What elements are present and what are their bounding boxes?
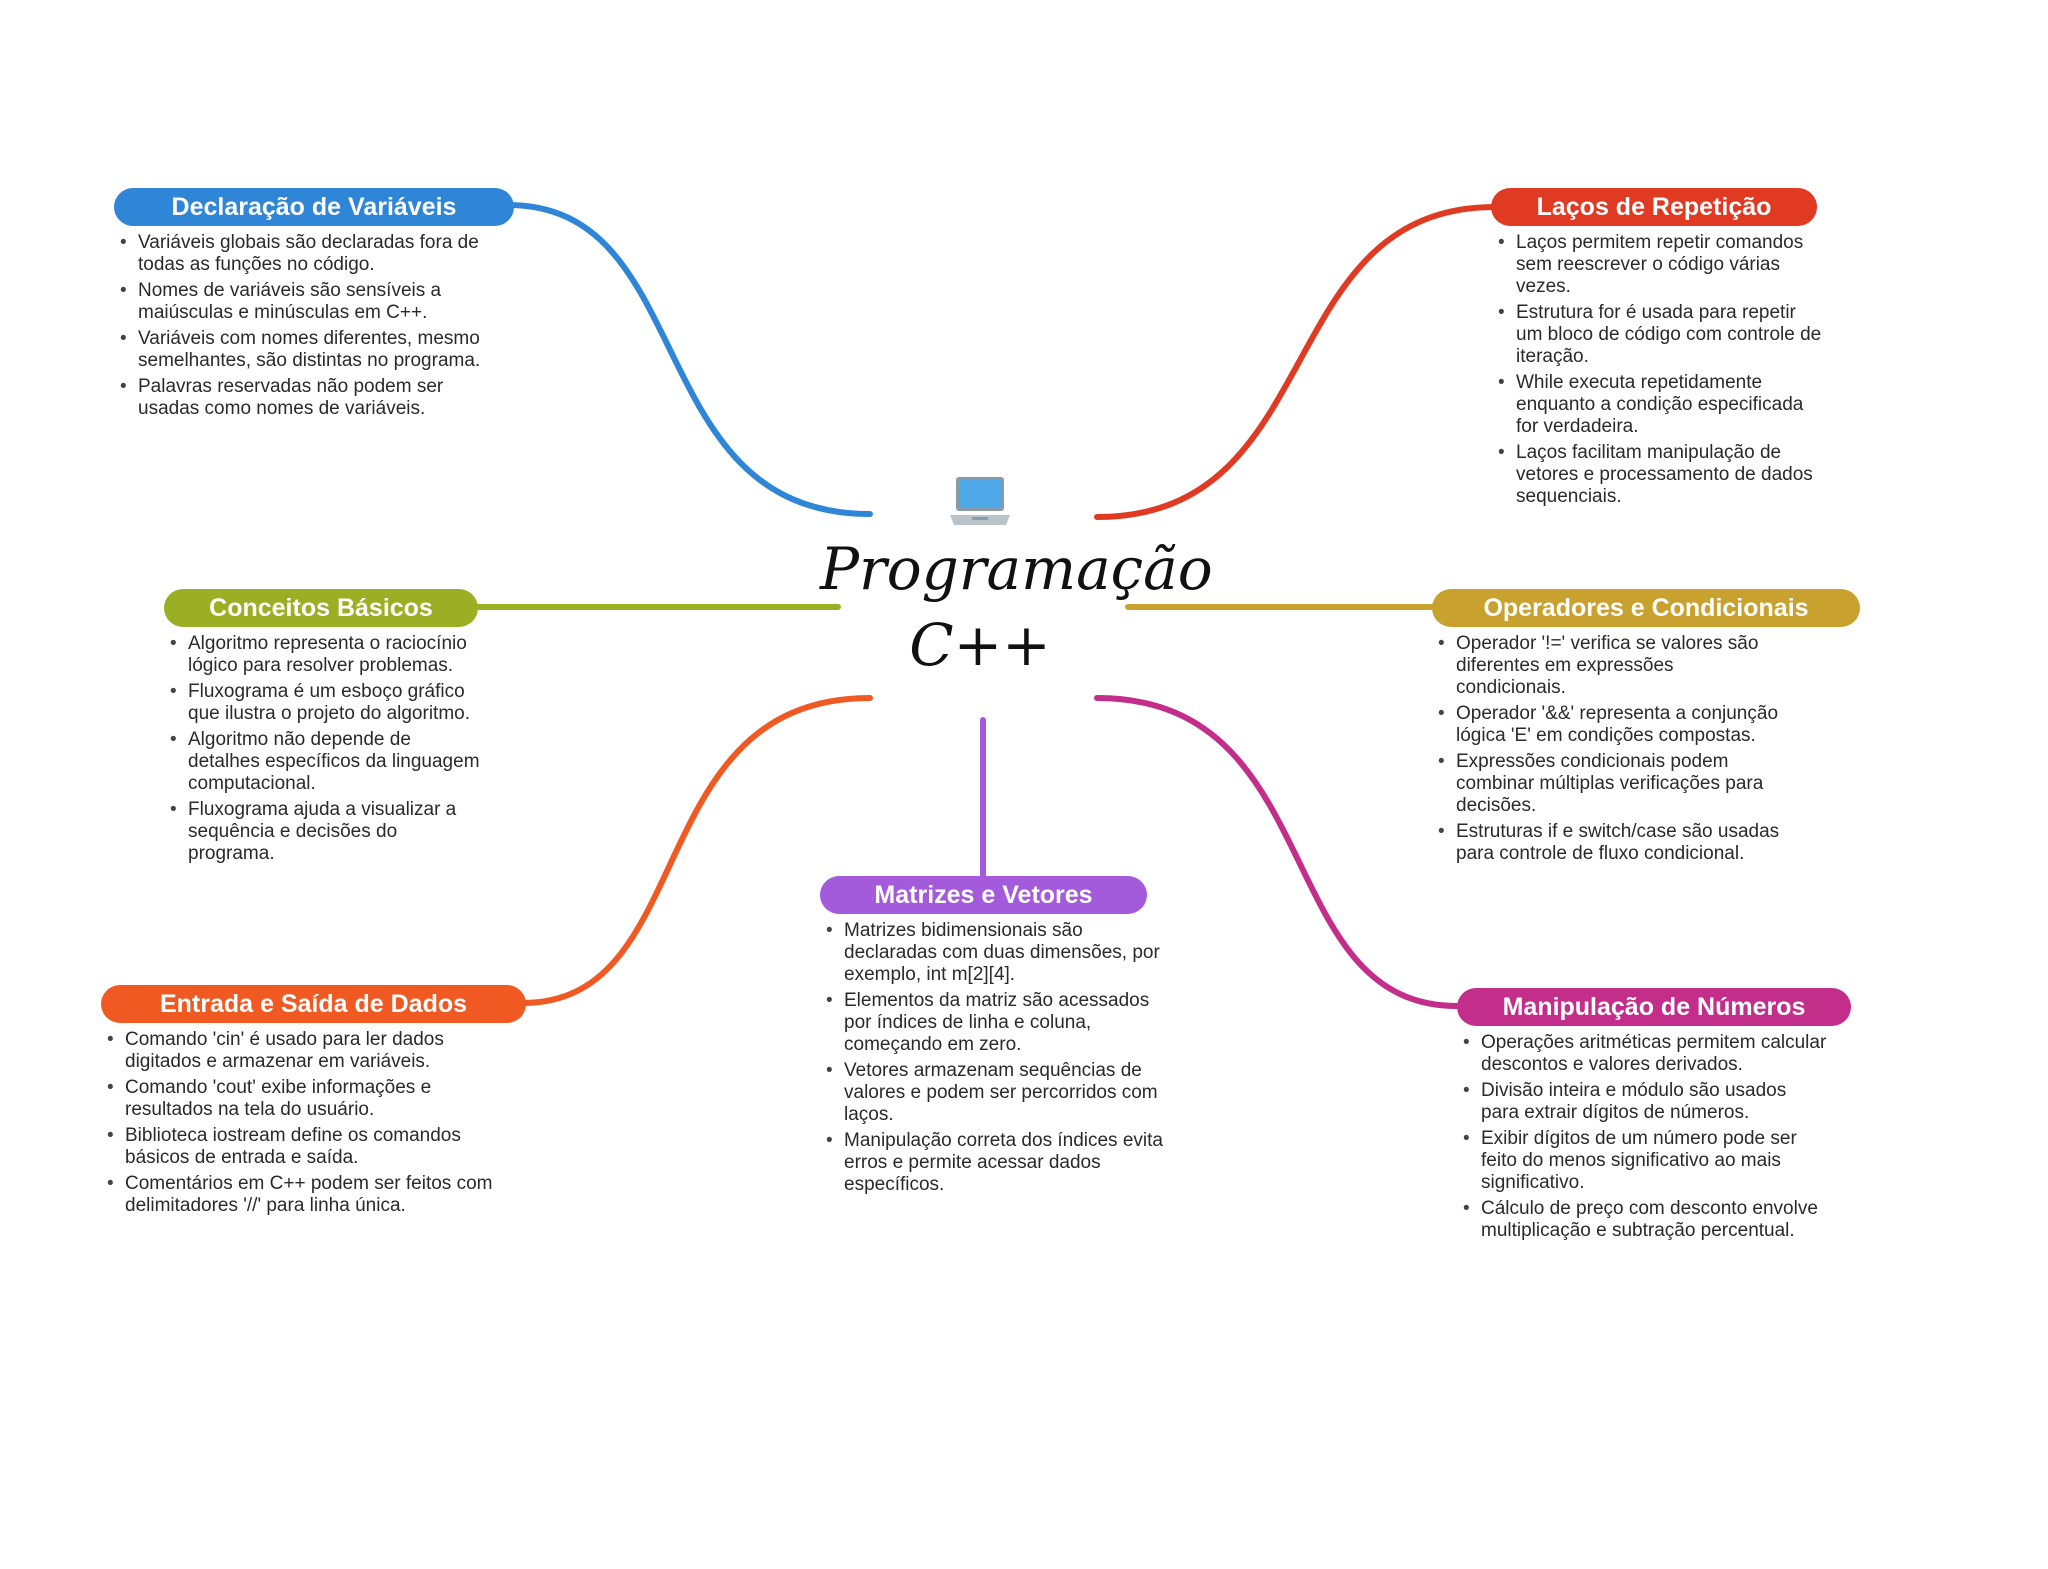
list-item: Comentários em C++ podem ser feitos com …	[101, 1173, 501, 1217]
branch-title-lacos: Laços de Repetição	[1491, 188, 1817, 226]
connector-numeros	[1094, 695, 1460, 1009]
branch-list-operadores: Operador '!=' verifica se valores são di…	[1432, 633, 1782, 869]
list-item: Algoritmo representa o raciocínio lógico…	[164, 633, 484, 677]
list-item: Elementos da matriz são acessados por ín…	[820, 990, 1170, 1056]
central-title-line2: C++	[909, 611, 1051, 679]
list-item: While executa repetidamente enquanto a c…	[1492, 372, 1822, 438]
connector-declaracao	[505, 202, 873, 517]
branch-title-conceitos: Conceitos Básicos	[164, 589, 478, 627]
branch-title-declaracao: Declaração de Variáveis	[114, 188, 514, 226]
list-item: Laços facilitam manipulação de vetores e…	[1492, 442, 1822, 508]
list-item: Matrizes bidimensionais são declaradas c…	[820, 920, 1170, 986]
central-title-line1: Programação	[820, 535, 1213, 603]
list-item: Cálculo de preço com desconto envolve mu…	[1457, 1198, 1827, 1242]
list-item: Algoritmo não depende de detalhes especí…	[164, 729, 484, 795]
branch-list-matrizes: Matrizes bidimensionais são declaradas c…	[820, 920, 1170, 1200]
list-item: Variáveis com nomes diferentes, mesmo se…	[114, 328, 494, 372]
branch-list-declaracao: Variáveis globais são declaradas fora de…	[114, 232, 494, 424]
list-item: Operador '&&' representa a conjunção lóg…	[1432, 703, 1782, 747]
branch-list-conceitos: Algoritmo representa o raciocínio lógico…	[164, 633, 484, 869]
list-item: Laços permitem repetir comandos sem rees…	[1492, 232, 1822, 298]
list-item: Estruturas if e switch/case são usadas p…	[1432, 821, 1782, 865]
list-item: Expressões condicionais podem combinar m…	[1432, 751, 1782, 817]
branch-list-entrada: Comando 'cin' é usado para ler dados dig…	[101, 1029, 501, 1221]
list-item: Exibir dígitos de um número pode ser fei…	[1457, 1128, 1827, 1194]
branch-title-matrizes: Matrizes e Vetores	[820, 876, 1147, 914]
list-item: Estrutura for é usada para repetir um bl…	[1492, 302, 1822, 368]
list-item: Manipulação correta dos índices evita er…	[820, 1130, 1170, 1196]
list-item: Variáveis globais são declaradas fora de…	[114, 232, 494, 276]
list-item: Palavras reservadas não podem ser usadas…	[114, 376, 494, 420]
list-item: Nomes de variáveis são sensíveis a maiús…	[114, 280, 494, 324]
connector-lacos	[1094, 204, 1498, 520]
branch-title-entrada: Entrada e Saída de Dados	[101, 985, 526, 1023]
central-topic: Programação C++	[820, 475, 1213, 685]
central-title: Programação C++	[820, 531, 1213, 683]
laptop-icon	[950, 477, 1010, 525]
branch-list-lacos: Laços permitem repetir comandos sem rees…	[1492, 232, 1822, 512]
list-item: Fluxograma é um esboço gráfico que ilust…	[164, 681, 484, 725]
branch-title-numeros: Manipulação de Números	[1457, 988, 1851, 1026]
list-item: Comando 'cout' exibe informações e resul…	[101, 1077, 501, 1121]
list-item: Operador '!=' verifica se valores são di…	[1432, 633, 1782, 699]
list-item: Comando 'cin' é usado para ler dados dig…	[101, 1029, 501, 1073]
connector-entrada	[520, 695, 873, 1006]
list-item: Operações aritméticas permitem calcular …	[1457, 1032, 1827, 1076]
list-item: Fluxograma ajuda a visualizar a sequênci…	[164, 799, 484, 865]
branch-title-operadores: Operadores e Condicionais	[1432, 589, 1860, 627]
branch-list-numeros: Operações aritméticas permitem calcular …	[1457, 1032, 1827, 1246]
list-item: Biblioteca iostream define os comandos b…	[101, 1125, 501, 1169]
list-item: Vetores armazenam sequências de valores …	[820, 1060, 1170, 1126]
list-item: Divisão inteira e módulo são usados para…	[1457, 1080, 1827, 1124]
